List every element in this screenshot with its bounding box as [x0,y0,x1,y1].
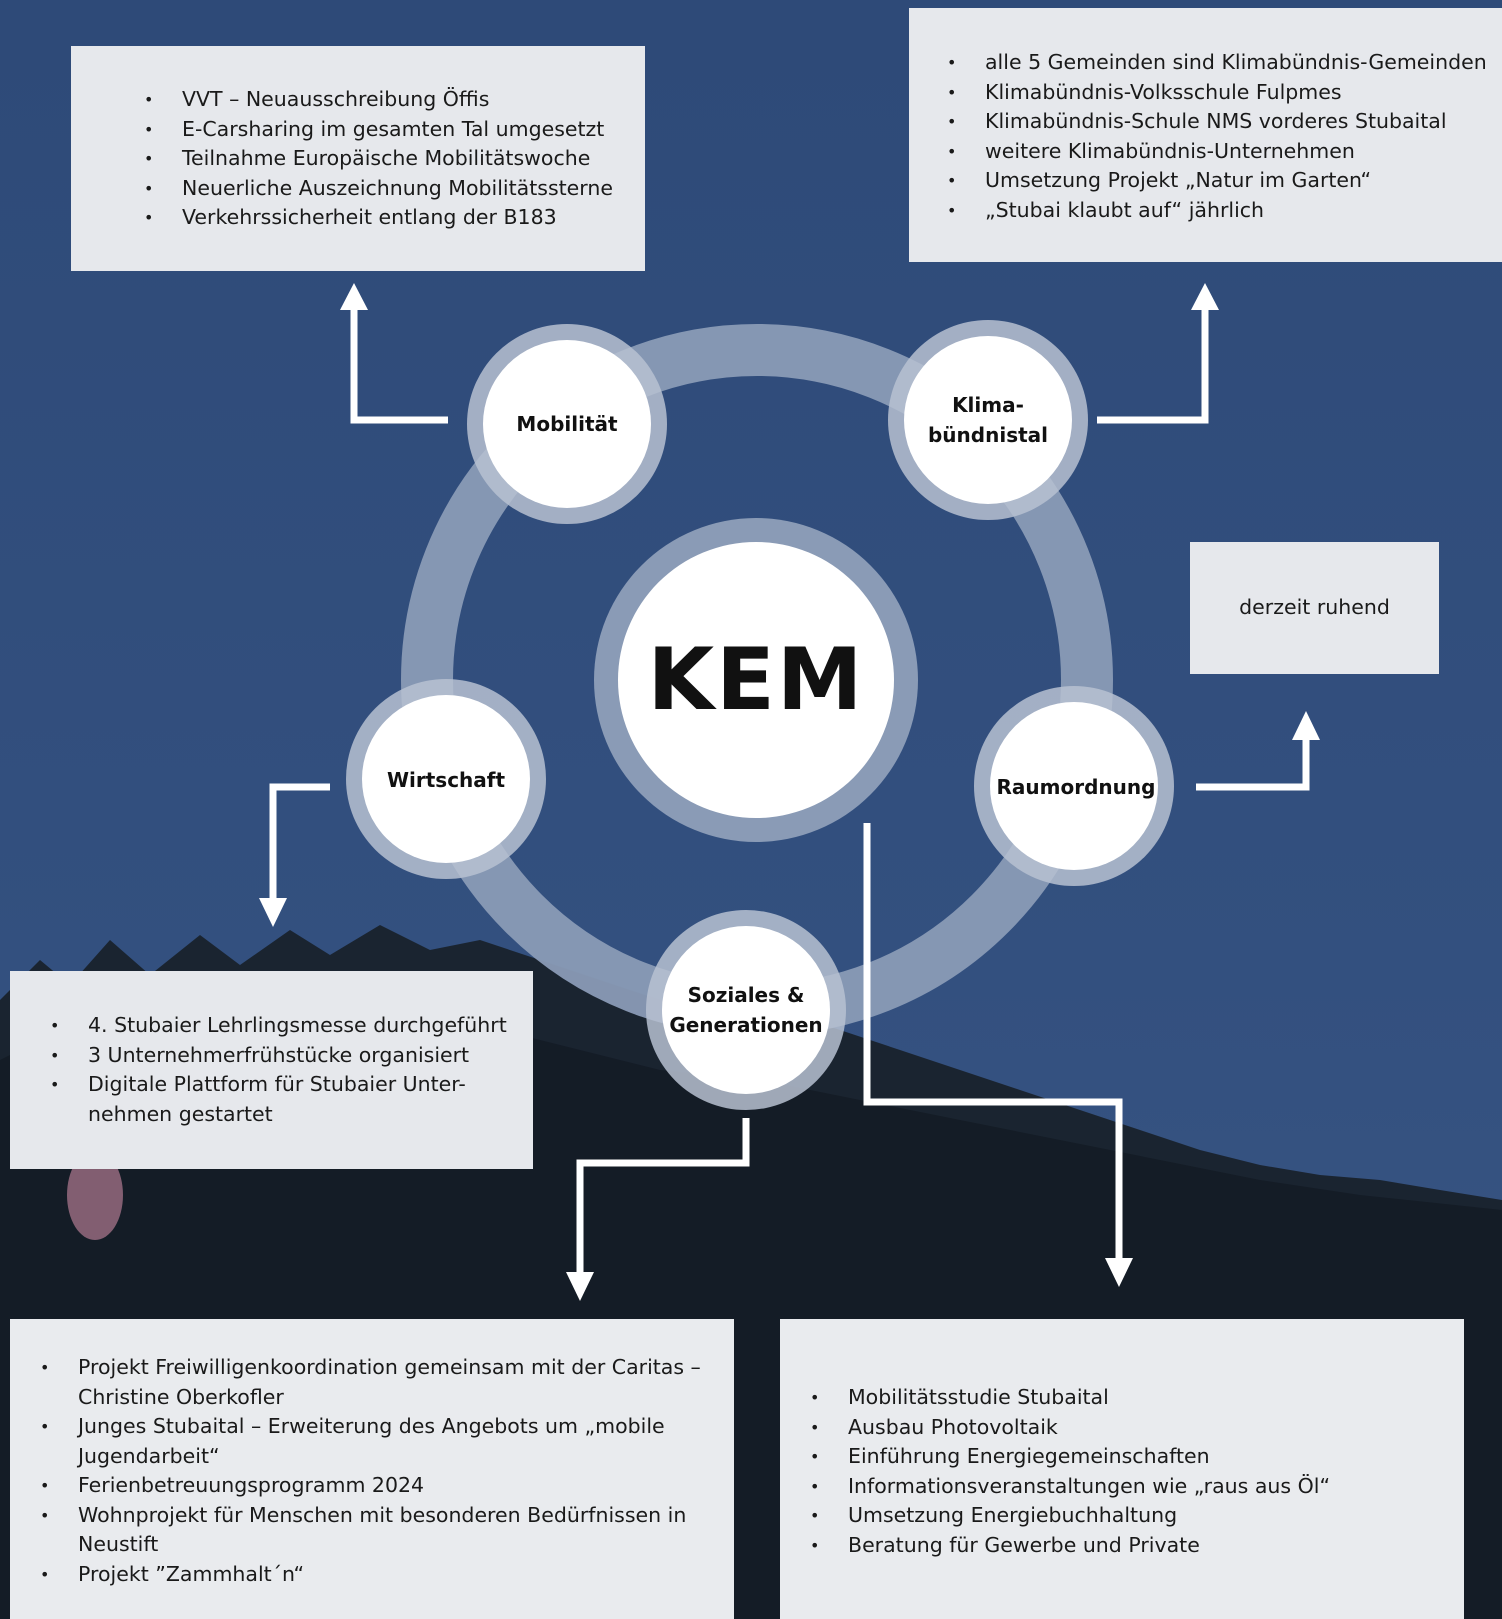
node-text-line2: bündnistal [927,423,1049,447]
list-item: Wohnprojekt für Menschen mit besonderen … [40,1501,704,1560]
list-item: Informationsveranstaltungen wie „raus au… [810,1472,1434,1502]
node-text-line2: Generationen [669,1013,823,1037]
status-text: derzeit ruhend [1239,595,1390,620]
list-item: Ferienbetreuungsprogramm 2024 [40,1471,704,1501]
connector-arrows [269,305,1310,1275]
arrow-soziales [576,1118,750,1275]
list-item: Einführung Energiegemeinschaften [810,1442,1434,1472]
list-item: Mobilitätsstudie Stubaital [810,1383,1434,1413]
box-klima: alle 5 Gemeinden sind Klimabündnis-Gemei… [909,8,1502,262]
list-item: Projekt Freiwilligenkoordination gemeins… [40,1353,704,1412]
list-wirtschaft: 4. Stubaier Lehrlingsmesse durchgeführt … [50,1011,513,1129]
list-mobilitaet: VVT – Neuausschreibung Öffis E-Carsharin… [144,85,645,233]
list-item: 3 Unternehmerfrühstücke organisiert [50,1041,513,1071]
box-raumordnung: derzeit ruhend [1190,542,1439,674]
list-item: Umsetzung Energiebuchhaltung [810,1501,1434,1531]
box-wirtschaft: 4. Stubaier Lehrlingsmesse durchgeführt … [10,971,533,1169]
list-item: 4. Stubaier Lehrlingsmesse durchgeführt [50,1011,513,1041]
list-item: Neuerliche Auszeichnung Mobilitätssterne [144,174,645,204]
list-item: Beratung für Gewerbe und Private [810,1531,1434,1561]
list-item: Klimabündnis-Schule NMS vorderes Stubait… [947,107,1502,137]
center-circle [618,542,894,818]
list-energie: Mobilitätsstudie Stubaital Ausbau Photov… [810,1383,1434,1560]
node-raumordnung [990,702,1158,870]
node-label-raumordnung: Raumordnung [997,772,1156,802]
node-label-wirtschaft: Wirtschaft [387,765,505,795]
node-text: Wirtschaft [386,768,506,792]
node-klima [904,336,1072,504]
arrow-energie [863,823,1123,1262]
node-label-soziales: Soziales & Generationen [669,980,822,1040]
box-soziales: Projekt Freiwilligenkoordination gemeins… [10,1319,734,1619]
arrow-mobilitaet [350,305,448,424]
list-item: weitere Klimabündnis-Unternehmen [947,137,1502,167]
box-mobilitaet: VVT – Neuausschreibung Öffis E-Carsharin… [71,46,645,271]
list-item: Verkehrssicherheit entlang der B183 [144,203,645,233]
list-item: alle 5 Gemeinden sind Klimabündnis-Gemei… [947,48,1502,78]
list-item: Junges Stubaital – Erweiterung des Angeb… [40,1412,704,1471]
list-item: Ausbau Photovoltaik [810,1413,1434,1443]
node-text: Raumordnung [996,775,1156,799]
arrow-raumordnung [1196,735,1310,791]
list-item: Klimabündnis-Volksschule Fulpmes [947,78,1502,108]
paraglider-shape [67,1150,123,1240]
node-label-klima: Klima- bündnistal [928,390,1048,450]
list-item: VVT – Neuausschreibung Öffis [144,85,645,115]
node-mobilitaet [483,340,651,508]
list-item: Projekt ”Zammhalt´n“ [40,1560,704,1590]
node-text: Mobilität [516,412,618,436]
node-soziales [662,926,830,1094]
node-label-mobilitaet: Mobilität [516,409,617,439]
node-wirtschaft [362,695,530,863]
node-text-line1: Klima- [952,393,1024,417]
list-klima: alle 5 Gemeinden sind Klimabündnis-Gemei… [947,48,1502,225]
arrow-klima [1097,305,1209,424]
arrow-wirtschaft [269,783,330,905]
list-item: E-Carsharing im gesamten Tal umgesetzt [144,115,645,145]
list-item: Teilnahme Europäische Mobilitätswoche [144,144,645,174]
node-text-line1: Soziales & [687,983,805,1007]
box-energie: Mobilitätsstudie Stubaital Ausbau Photov… [780,1319,1464,1619]
center-label: KEM [647,630,865,730]
list-item: Umsetzung Projekt „Natur im Garten“ [947,166,1502,196]
list-soziales: Projekt Freiwilligenkoordination gemeins… [40,1353,704,1589]
list-item: Digitale Plattform für Stubaier Unter-ne… [50,1070,513,1129]
list-item: „Stubai klaubt auf“ jährlich [947,196,1502,226]
